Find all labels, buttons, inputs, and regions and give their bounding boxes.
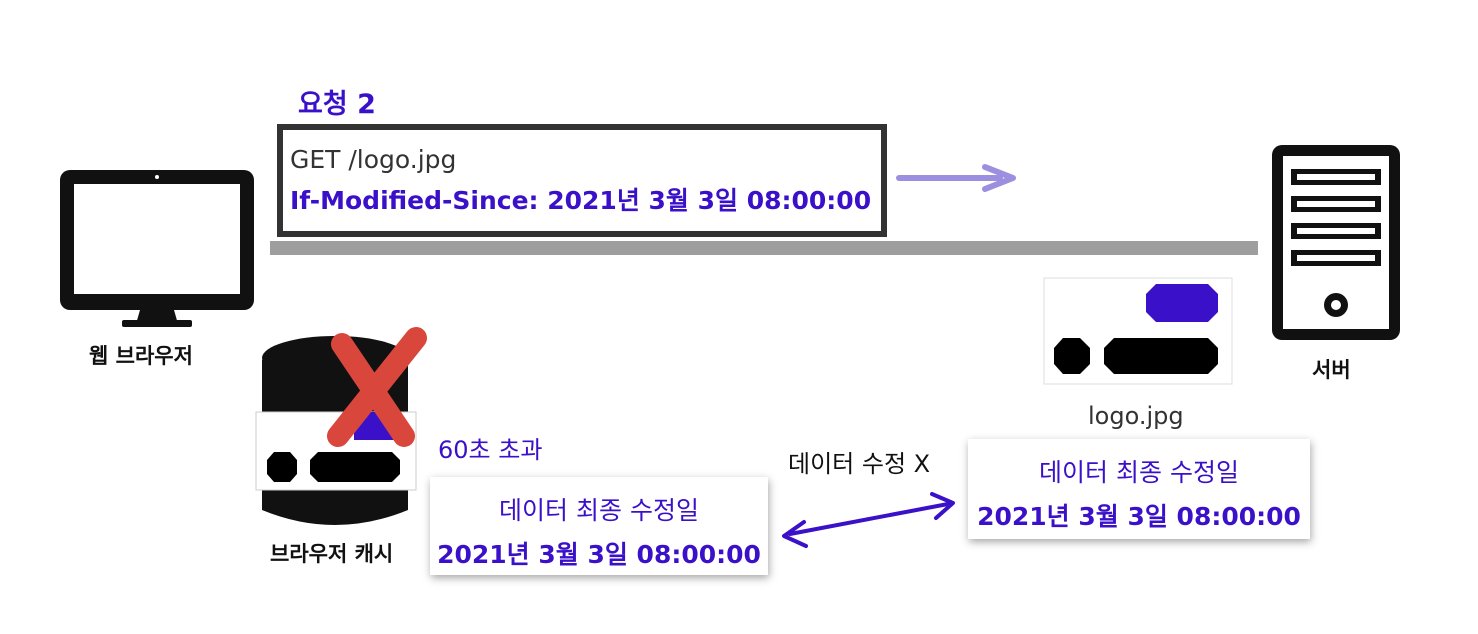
server-icon	[1272, 145, 1400, 340]
browser-cache-label: 브라우저 캐시	[270, 542, 394, 566]
server-file-name: logo.jpg	[1088, 402, 1184, 430]
network-line	[270, 241, 1258, 255]
request-box	[277, 124, 887, 237]
request-line-get: GET /logo.jpg	[290, 145, 457, 174]
cache-last-modified-card: 데이터 최종 수정일 2021년 3월 3일 08:00:00	[430, 477, 768, 575]
server-label: 서버	[1312, 358, 1351, 382]
request-arrow-icon	[896, 164, 1016, 192]
expired-cross-icon	[327, 327, 427, 447]
monitor-icon	[60, 170, 254, 327]
request-line-if-modified-since: If-Modified-Since: 2021년 3월 3일 08:00:00	[290, 186, 872, 215]
cache-expired-label: 60초 초과	[438, 436, 543, 464]
cache-card-date: 2021년 3월 3일 08:00:00	[437, 540, 761, 569]
server-card-date: 2021년 3월 3일 08:00:00	[977, 502, 1301, 531]
server-card-title: 데이터 최종 수정일	[1039, 458, 1239, 487]
request-label: 요청 2	[298, 89, 376, 120]
web-browser-label: 웹 브라우저	[89, 344, 193, 368]
cache-card-title: 데이터 최종 수정일	[499, 496, 699, 525]
compare-double-arrow-icon	[782, 492, 955, 548]
server-last-modified-card: 데이터 최종 수정일 2021년 3월 3일 08:00:00	[968, 439, 1310, 539]
server-logo-image-icon	[1043, 277, 1233, 385]
not-modified-label: 데이터 수정 X	[788, 450, 931, 478]
